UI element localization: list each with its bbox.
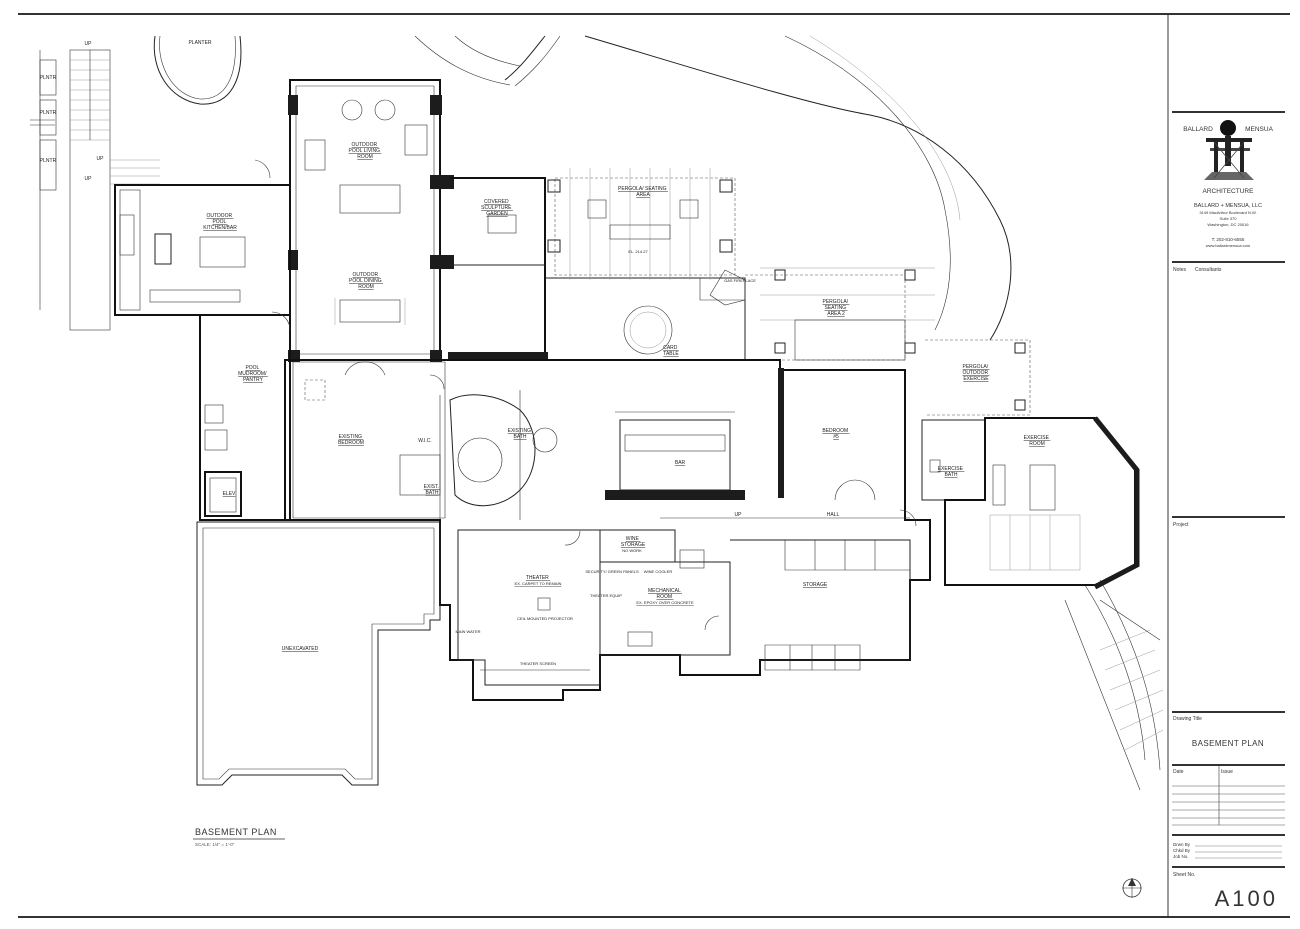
room-label: HALL bbox=[827, 512, 840, 518]
issue-label: Issue bbox=[1221, 769, 1233, 775]
room-labels: PLANTER PLNTR PLNTR PLNTR OUTDOOR POOL L… bbox=[40, 40, 1051, 652]
room-label: PERGOLA/ SEATING AREA bbox=[618, 186, 668, 198]
website: www.ballardmensua.com bbox=[1206, 243, 1251, 248]
plan-notes: UP UP UP UP NO WORK SECURITY/ GREEN PANE… bbox=[85, 41, 757, 666]
job-no-label: Job No. bbox=[1173, 854, 1189, 859]
wine-cooler-note: WINE COOLER bbox=[644, 569, 673, 574]
room-label: W.I.C. bbox=[418, 438, 432, 444]
address-line: Suite 370 bbox=[1220, 216, 1238, 221]
room-label: UNEXCAVATED bbox=[282, 646, 319, 652]
site-elements bbox=[30, 35, 1164, 791]
room-label: PLNTR bbox=[40, 75, 57, 81]
room-label: COVERED SCULPTURE GARDEN bbox=[481, 199, 513, 217]
title-block: BALLARD MENSUA ARCHITECTURE BALLARD + ME… bbox=[1172, 111, 1285, 911]
north-arrow-icon bbox=[1122, 878, 1142, 898]
screen-note: THEATER SCREEN bbox=[520, 661, 556, 666]
room-label: ELEV bbox=[223, 491, 236, 497]
elevation-note: EL. 214.27 bbox=[628, 249, 648, 254]
room-label: EXIST. BATH bbox=[424, 484, 441, 496]
notes-label: Notes bbox=[1173, 267, 1187, 273]
sheet-no-label: Sheet No. bbox=[1173, 872, 1195, 878]
drawing-title: BASEMENT PLAN bbox=[1192, 739, 1264, 748]
main-water-note: MAIN WATER bbox=[455, 629, 480, 634]
room-label: BEDROOM #5 bbox=[822, 428, 849, 440]
firm-name-right: MENSUA bbox=[1245, 126, 1273, 133]
room-label: OUTDOOR POOL LIVING ROOM bbox=[349, 142, 382, 160]
plan-title: BASEMENT PLAN bbox=[195, 827, 277, 837]
room-label: PERGOLA/ SEATING AREA 2 bbox=[823, 299, 850, 317]
issue-table bbox=[1172, 766, 1285, 826]
drawn-by-label: Drwn By bbox=[1173, 842, 1191, 847]
room-label: CARD TABLE bbox=[663, 345, 679, 357]
address-line: Washington, DC 20016 bbox=[1207, 222, 1249, 227]
firm-name-left: BALLARD bbox=[1183, 126, 1213, 133]
room-label: MECHANICAL ROOM EX. EPOXY OVER CONCRETE bbox=[636, 588, 694, 605]
room-label: STORAGE bbox=[803, 582, 828, 588]
plan-scale: SCALE: 1/4" = 1'-0" bbox=[195, 842, 235, 847]
company-name: BALLARD + MENSUA, LLC bbox=[1194, 203, 1262, 209]
consultants-label: Consultants bbox=[1195, 267, 1222, 273]
security-note: SECURITY/ GREEN PANELS bbox=[585, 569, 639, 574]
room-label: EXERCISE BATH bbox=[938, 466, 965, 478]
up-arrow-note: UP bbox=[85, 41, 93, 47]
room-label: WINE STORAGE bbox=[621, 536, 646, 548]
room-label: EXISTING BEDROOM bbox=[338, 434, 364, 446]
fireplace-note: GAS FIREPLACE bbox=[724, 278, 756, 283]
room-label: EXERCISE ROOM bbox=[1024, 435, 1051, 447]
room-label: PLNTR bbox=[40, 158, 57, 164]
room-label: OUTDOOR POOL DINING ROOM bbox=[349, 272, 383, 290]
drawing-title-label: Drawing Title bbox=[1173, 716, 1202, 722]
up-arrow-note: UP bbox=[97, 156, 105, 162]
room-label: PLANTER bbox=[188, 40, 211, 46]
theater-equip-note: THEATER EQUIP bbox=[590, 593, 622, 598]
no-work-note: NO WORK bbox=[622, 548, 642, 553]
checked-by-label: Chkd By bbox=[1173, 848, 1191, 853]
room-label: PERGOLA/ OUTDOOR EXERCISE bbox=[963, 364, 990, 382]
sheet-number: A100 bbox=[1215, 886, 1278, 911]
firm-logo-icon bbox=[1204, 120, 1254, 180]
room-label: THEATER EX. CARPET TO REMAIN bbox=[515, 575, 562, 586]
address-line: 3149 MacArthur Boulevard N.W. bbox=[1199, 210, 1256, 215]
room-label: PLNTR bbox=[40, 110, 57, 116]
room-label: POOL MUDROOM/ PANTRY bbox=[238, 365, 268, 383]
project-label: Project bbox=[1173, 522, 1189, 528]
date-label: Date bbox=[1173, 769, 1184, 775]
plan-title-block: BASEMENT PLAN SCALE: 1/4" = 1'-0" bbox=[193, 827, 285, 847]
walls bbox=[114, 79, 1140, 786]
room-label: OUTDOOR POOL KITCHEN/BAR bbox=[203, 213, 237, 231]
up-arrow-note: UP bbox=[85, 176, 93, 182]
projector-note: CEIL MOUNTED PROJECTOR bbox=[517, 616, 573, 621]
phone-number: T: 202-810-6555 bbox=[1212, 237, 1245, 242]
room-label: BAR bbox=[675, 460, 686, 466]
firm-subtitle: ARCHITECTURE bbox=[1203, 188, 1255, 195]
up-arrow-note: UP bbox=[735, 512, 743, 518]
room-label: EXISTING BATH bbox=[508, 428, 533, 440]
